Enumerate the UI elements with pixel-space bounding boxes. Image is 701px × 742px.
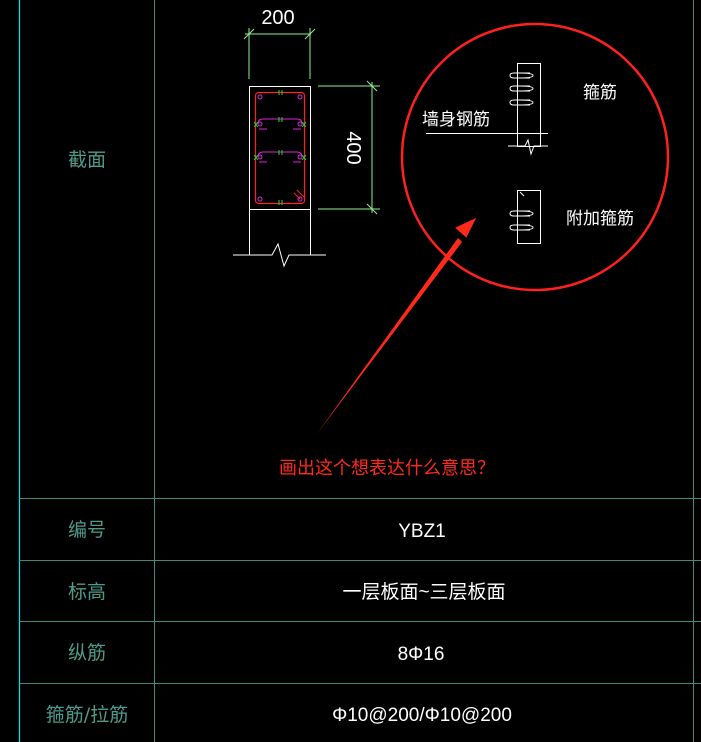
- annotation-question: 画出这个想表达什么意思？: [279, 458, 495, 479]
- row-label-longitudinal-rebar: 纵筋: [68, 642, 106, 664]
- stirrup: [254, 91, 306, 205]
- row-label-section: 截面: [68, 149, 106, 171]
- width-dimension: 200: [261, 7, 294, 29]
- column-section-drawing: 200 400: [233, 7, 380, 268]
- highlight-circle: [400, 22, 670, 292]
- tie-bars: [257, 94, 303, 202]
- annotation-arrow: [316, 217, 477, 435]
- height-dimension: 400: [342, 131, 364, 164]
- row-label-stirrup-tie: 箍筋/拉筋: [46, 704, 128, 726]
- rebar-markers: [253, 90, 307, 205]
- wall-rebar-label: 墙身钢筋: [422, 110, 490, 130]
- value-longitudinal-rebar: 8Φ16: [398, 644, 445, 665]
- extra-stirrup-label: 附加箍筋: [566, 209, 634, 229]
- detail-callout: 墙身钢筋 箍筋 附加箍筋: [400, 22, 670, 292]
- value-id: YBZ1: [398, 521, 446, 542]
- value-stirrup-tie: Φ10@200/Φ10@200: [332, 705, 512, 726]
- value-elevation: 一层板面~三层板面: [342, 581, 505, 603]
- stirrup-label: 箍筋: [583, 83, 617, 103]
- row-label-elevation: 标高: [68, 581, 106, 603]
- row-label-id: 编号: [68, 519, 106, 541]
- table-grid: [18, 0, 701, 742]
